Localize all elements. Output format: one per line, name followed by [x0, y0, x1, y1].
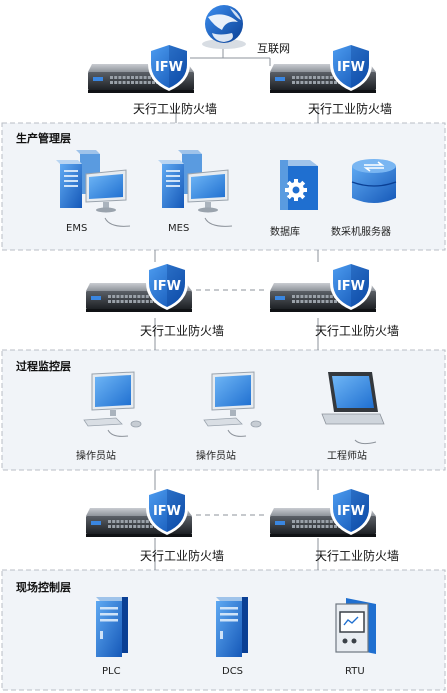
desktop-computer-icon: [83, 371, 142, 428]
device-label-operator-station: 操作员站: [76, 451, 116, 462]
firewall-label: 天行工业防火墙: [133, 102, 218, 116]
device-label-dcs: DCS: [222, 666, 244, 677]
ifw-badge-text: IFW: [337, 504, 365, 519]
device-label-plc: PLC: [102, 666, 121, 677]
device-label-mes: MES: [168, 223, 190, 234]
firewall-label: 天行工业防火墙: [140, 324, 225, 338]
ifw-badge-text: IFW: [155, 60, 183, 75]
device-label-engineer-station: 工程师站: [327, 451, 367, 462]
server-workstation-icon: [158, 150, 229, 213]
device-label-database: 数据库: [270, 227, 300, 238]
firewall-label: 天行工业防火墙: [140, 549, 225, 563]
desktop-computer-icon: [203, 371, 262, 428]
internet-label: 互联网: [257, 42, 290, 55]
laptop-icon: [321, 372, 385, 425]
ifw-shield-icon: IFW: [148, 42, 190, 91]
ifw-badge-text: IFW: [337, 60, 365, 75]
ifw-shield-icon: IFW: [330, 261, 372, 310]
ifw-badge-text: IFW: [337, 279, 365, 294]
device-label-operator-station: 操作员站: [196, 451, 236, 462]
firewall-appliance: IFW: [88, 42, 194, 93]
rtu-terminal-icon: [335, 598, 376, 654]
ifw-badge-text: IFW: [153, 279, 181, 294]
device-label-ems: EMS: [66, 223, 88, 234]
database-gear-icon: [280, 160, 318, 210]
device-label-data-collection-server: 数采机服务器: [331, 227, 391, 238]
firewall-label: 天行工业防火墙: [308, 102, 393, 116]
firewall-appliance: IFW: [86, 261, 192, 312]
firewall-appliance: IFW: [270, 261, 376, 312]
firewall-appliance: IFW: [270, 486, 376, 537]
globe-icon: [202, 5, 246, 49]
firewall-appliance: IFW: [270, 42, 376, 93]
firewall-label: 天行工业防火墙: [315, 549, 400, 563]
zone-title-monitoring: 过程监控层: [16, 360, 71, 373]
ifw-shield-icon: IFW: [330, 42, 372, 91]
ifw-badge-text: IFW: [153, 504, 181, 519]
zone-title-production: 生产管理层: [16, 132, 71, 145]
ifw-shield-icon: IFW: [330, 486, 372, 535]
firewall-appliance: IFW: [86, 486, 192, 537]
ifw-shield-icon: IFW: [146, 486, 188, 535]
device-label-rtu: RTU: [345, 666, 365, 677]
zone-title-field: 现场控制层: [16, 581, 71, 594]
data-collection-server-icon: [351, 159, 397, 203]
server-workstation-icon: [56, 150, 127, 213]
firewall-interlinks: [196, 289, 268, 516]
plc-cabinet-icon: [96, 597, 128, 657]
firewall-label: 天行工业防火墙: [315, 324, 400, 338]
dcs-cabinet-icon: [216, 597, 248, 657]
ifw-shield-icon: IFW: [146, 261, 188, 310]
